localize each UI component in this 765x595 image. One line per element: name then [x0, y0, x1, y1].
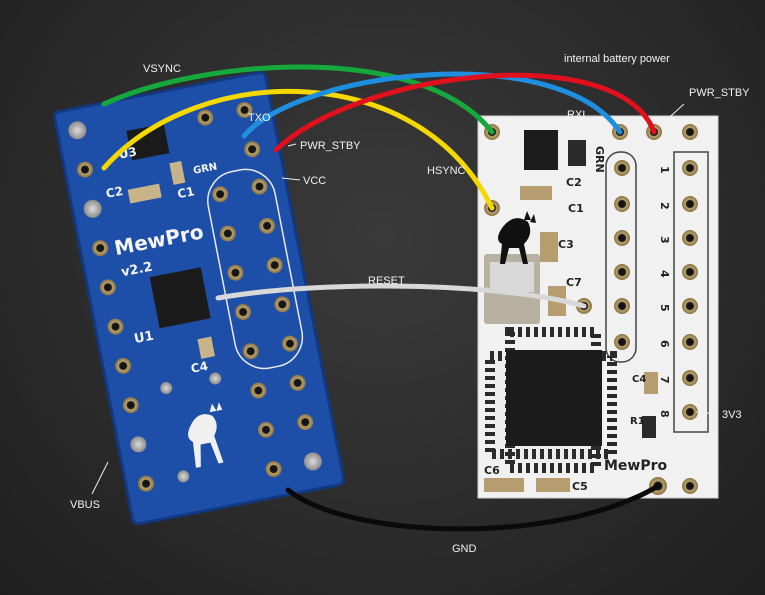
left-silk-u1: U1	[133, 329, 155, 347]
label-reset: RESET	[368, 275, 405, 287]
left-board: MewPro v2.2 U3 C2 C1 GRN U1 C4	[53, 71, 346, 526]
left-board-version: v2.2	[120, 260, 154, 281]
right-pin-label-6: 6	[658, 340, 671, 348]
right-pin-column: 1 2 3 4 5 6 7 8	[658, 151, 709, 433]
left-cat-logo	[188, 402, 224, 468]
label-pwr-stby-left: PWR_STBY	[300, 140, 361, 152]
wire-hsync	[101, 88, 495, 211]
right-board: 1 2 3 4 5 6 7 8 GRN C2 C1 C3	[477, 115, 719, 499]
label-pwr-stby-right: PWR_STBY	[689, 87, 750, 99]
left-u1-chip	[149, 267, 211, 329]
right-silk-r1: R1	[630, 416, 645, 427]
right-silk-c7: C7	[566, 276, 582, 289]
right-pin-label-4: 4	[658, 270, 671, 278]
right-pin-label-1: 1	[658, 166, 671, 174]
left-board-pads	[68, 102, 322, 492]
right-silk-c6: C6	[484, 464, 500, 477]
right-c4-cap	[644, 372, 658, 394]
right-regulator-chip	[524, 130, 558, 170]
wire-vsync	[101, 64, 495, 135]
right-c5-cap	[536, 478, 570, 492]
right-pin-label-7: 7	[658, 376, 671, 384]
right-silk-c3: C3	[558, 238, 574, 251]
wire-reset	[215, 283, 587, 309]
right-cat-logo	[498, 211, 536, 264]
label-vcc: VCC	[303, 175, 326, 187]
right-pin-label-5: 5	[658, 304, 671, 312]
right-silk-c5: C5	[572, 480, 588, 493]
left-c1-cap	[169, 161, 186, 185]
right-c1-cap	[520, 186, 552, 200]
right-c6-cap	[484, 478, 524, 492]
label-vbus: VBUS	[70, 499, 100, 511]
right-silk-c1: C1	[568, 202, 584, 215]
right-r1-resistor	[642, 416, 656, 438]
annotation-leaders	[91, 103, 719, 495]
left-silk-c2: C2	[105, 184, 125, 201]
left-u3-chip	[126, 123, 170, 161]
label-hsync: HSYNC	[427, 165, 466, 177]
wire-txo	[241, 71, 623, 139]
right-board-name: MewPro	[604, 458, 668, 474]
wire-gnd	[285, 483, 661, 532]
right-silk-c4: C4	[632, 374, 646, 385]
left-c2-cap	[127, 183, 162, 204]
left-silk-grn: GRN	[192, 161, 218, 176]
left-c4-cap	[197, 336, 215, 359]
left-silk-c1: C1	[176, 184, 196, 201]
label-3v3: 3V3	[722, 409, 742, 421]
right-c3-cap	[540, 232, 558, 262]
right-pin-label-8: 8	[658, 410, 671, 418]
label-txo: TXO	[248, 112, 271, 124]
right-c2-cap	[568, 140, 586, 166]
label-vsync: VSYNC	[143, 63, 181, 75]
right-mid-pads	[605, 151, 637, 363]
right-pin-label-2: 2	[658, 202, 671, 210]
right-mcu-chip	[506, 350, 602, 446]
label-internal-battery-power: internal battery power	[564, 53, 670, 65]
right-silk-grn: GRN	[593, 146, 606, 173]
right-silk-c2: C2	[566, 176, 582, 189]
wires	[101, 64, 661, 532]
label-gnd: GND	[452, 543, 477, 555]
label-rxi: RXI	[567, 109, 585, 121]
right-pin-label-3: 3	[658, 236, 671, 244]
left-silk-c4: C4	[190, 359, 210, 376]
wire-pwr	[273, 72, 657, 153]
